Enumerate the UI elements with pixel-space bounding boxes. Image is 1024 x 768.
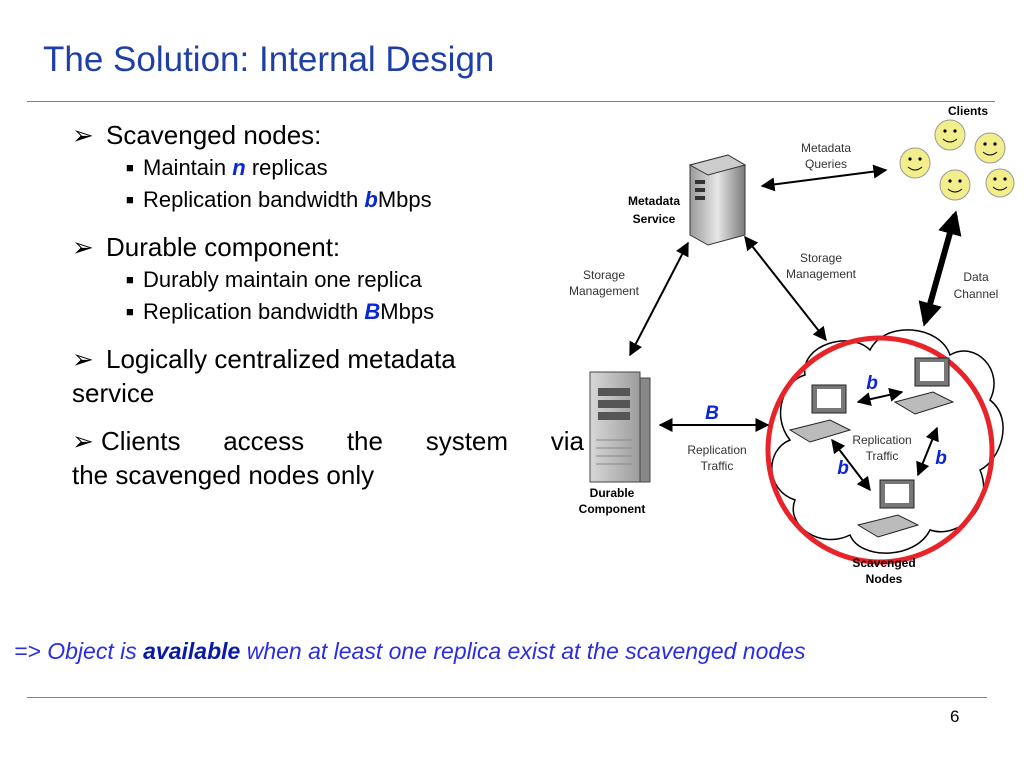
bandwidth-b-label: b	[935, 448, 947, 469]
arrow-bullet-icon: ➢	[72, 232, 94, 262]
bullet-heading: Durable component:	[106, 232, 341, 262]
bullet-word: ➢ Clients	[72, 424, 181, 458]
word: Clients	[101, 426, 181, 456]
square-bullet-icon: ■	[126, 304, 134, 319]
replication-node-arrow	[831, 438, 871, 492]
durable-component-label: Durable	[590, 486, 635, 500]
sub-bullet: ■ Maintain n replicas	[72, 152, 572, 184]
metadata-service-label: Metadata	[628, 194, 680, 208]
client-smiley-icon	[939, 169, 971, 201]
storage-mgmt-left-arrow	[629, 241, 689, 357]
storage-mgmt-right-label: Management	[786, 267, 857, 281]
sub-text: Maintain	[143, 155, 233, 180]
variable-B: B	[364, 299, 381, 324]
replication-traffic-cloud-label: Traffic	[866, 449, 899, 463]
slide-title: The Solution: Internal Design	[43, 40, 495, 79]
scavenged-highlight-circle	[765, 335, 995, 565]
word: system	[425, 426, 509, 456]
metadata-queries-arrow	[760, 164, 888, 192]
replication-traffic-cloud-label: Replication	[852, 433, 911, 447]
title-divider	[27, 101, 995, 102]
storage-mgmt-right-arrow	[744, 235, 827, 342]
word: access	[223, 426, 305, 456]
arrow-bullet-icon: ➢	[72, 120, 94, 150]
word: the	[346, 426, 383, 456]
client-smiley-icon	[974, 132, 1006, 164]
data-channel-label: Data	[963, 270, 989, 284]
computer-icon	[788, 384, 852, 443]
replication-traffic-label: Traffic	[701, 459, 734, 473]
variable-n: n	[232, 155, 246, 180]
storage-mgmt-right-label: Storage	[800, 251, 842, 265]
data-channel-arrow	[918, 210, 962, 327]
footer-text: when at least one replica exist at the s…	[240, 638, 806, 664]
arrow-bullet-icon: ➢	[72, 344, 94, 374]
sub-text: Mbps	[380, 299, 435, 324]
bullet-text-continued: the scavenged nodes only	[72, 460, 375, 490]
sub-text: Durably maintain one replica	[143, 267, 422, 292]
metadata-queries-label: Queries	[805, 157, 847, 171]
scavenged-nodes-label: Scavenged	[852, 556, 915, 570]
storage-mgmt-left-label: Management	[569, 284, 640, 298]
scavenged-nodes-label: Nodes	[866, 572, 903, 586]
sub-bullet: ■ Replication bandwidth BMbps	[72, 296, 572, 328]
bullet-heading: Scavenged nodes:	[106, 120, 322, 150]
bullet-text-continued: service	[72, 378, 155, 408]
word: via	[550, 426, 584, 456]
page-number: 6	[950, 707, 960, 726]
replication-node-arrow	[856, 387, 904, 407]
replication-traffic-label: Replication	[687, 443, 746, 457]
client-smiley-icon	[934, 119, 966, 151]
bandwidth-B-label: B	[705, 403, 719, 424]
durable-component-label: Component	[579, 502, 646, 516]
computer-icon	[856, 479, 920, 538]
arrow-bullet-icon: ➢	[72, 426, 102, 456]
variable-b: b	[364, 187, 378, 212]
clients-label: Clients	[948, 104, 988, 118]
bullet-scavenged: ➢ Scavenged nodes:	[72, 118, 572, 152]
bullet-text: Logically centralized metadata	[106, 344, 456, 374]
durable-tower-icon	[589, 371, 651, 483]
client-smiley-icon	[899, 147, 931, 179]
square-bullet-icon: ■	[126, 160, 134, 175]
sub-bullet: ■ Durably maintain one replica	[72, 264, 572, 296]
bullet-clients: ➢ Clients access the system via	[72, 424, 584, 458]
bullet-list: ➢ Scavenged nodes: ■ Maintain n replicas…	[72, 118, 584, 492]
sub-text: Mbps	[377, 187, 432, 212]
bandwidth-b-label: b	[837, 458, 849, 479]
metadata-server-icon	[688, 154, 747, 246]
footer-note: => Object is available when at least one…	[14, 638, 805, 665]
sub-text: Replication bandwidth	[143, 187, 365, 212]
sub-text: Replication bandwidth	[143, 299, 365, 324]
footer-divider	[27, 697, 987, 698]
bandwidth-b-label: b	[866, 373, 878, 394]
computer-icon	[893, 357, 955, 415]
sub-bullet: ■ Replication bandwidth bMbps	[72, 184, 572, 216]
metadata-service-label: Service	[633, 212, 676, 226]
data-channel-label: Channel	[954, 287, 999, 301]
sub-text: replicas	[245, 155, 328, 180]
storage-mgmt-left-label: Storage	[583, 268, 625, 282]
replication-node-arrow	[916, 426, 939, 477]
footer-text: => Object is	[14, 638, 144, 664]
square-bullet-icon: ■	[126, 192, 134, 207]
square-bullet-icon: ■	[126, 272, 134, 287]
bullet-metadata: ➢ Logically centralized metadata	[72, 342, 572, 376]
footer-emphasis: available	[143, 638, 241, 664]
metadata-queries-label: Metadata	[801, 141, 851, 155]
client-smiley-icon	[985, 168, 1015, 198]
bullet-durable: ➢ Durable component:	[72, 230, 572, 264]
